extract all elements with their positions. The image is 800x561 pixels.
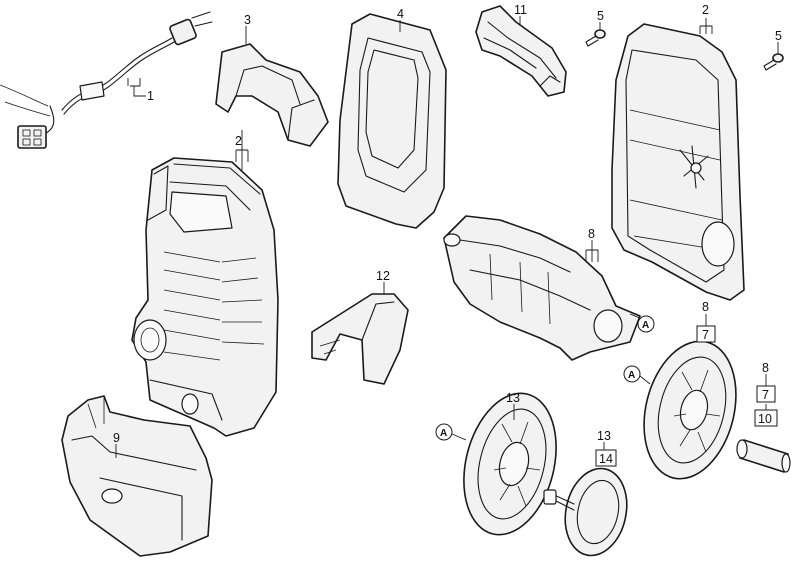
bottom-cover-part <box>61 395 213 557</box>
ref-mark-a-frame: A <box>642 320 649 331</box>
callout-2-right: 2 <box>702 3 709 17</box>
callout-labels: 1 2 3 4 11 5 2 5 8 12 9 13 13 8 8 <box>113 3 782 445</box>
base-frame-part <box>443 215 641 361</box>
ref-mark-a-wheel-left: A <box>440 428 447 439</box>
callout-8-wheel: 8 <box>702 300 709 314</box>
front-housing-part <box>131 157 279 437</box>
screw-part-left <box>585 29 606 47</box>
rear-housing-part <box>611 23 745 301</box>
callout-4: 4 <box>397 7 404 21</box>
reference-marks: A A A <box>435 313 655 441</box>
front-cover-part <box>337 13 447 229</box>
callout-9: 9 <box>113 431 120 445</box>
power-cord-part <box>0 11 213 149</box>
callout-8-frame: 8 <box>588 227 595 241</box>
leader-lines <box>115 16 779 458</box>
callout-14: 14 <box>599 452 613 466</box>
callout-3: 3 <box>244 13 251 27</box>
clip-part <box>311 293 409 385</box>
callout-5-right: 5 <box>775 29 782 43</box>
callout-5-left: 5 <box>597 9 604 23</box>
callout-2-left: 2 <box>235 134 242 148</box>
wheel-part-left <box>463 392 557 536</box>
callout-12: 12 <box>376 269 390 283</box>
callout-13-cap: 13 <box>597 429 611 443</box>
handle-part <box>215 43 329 147</box>
bracket-part <box>475 5 567 97</box>
ref-mark-a-wheel-right: A <box>628 370 635 381</box>
boxed-callouts: 14 7 7 10 <box>595 325 778 467</box>
callout-7-upper: 7 <box>702 328 709 342</box>
callout-13-wheel: 13 <box>506 391 520 405</box>
callout-10: 10 <box>758 412 772 426</box>
callout-8-axle: 8 <box>762 361 769 375</box>
wheel-part-right <box>643 340 737 480</box>
axle-part <box>736 439 791 473</box>
screw-part-right <box>763 53 784 71</box>
hubcap-part <box>543 467 628 557</box>
callout-7-lower: 7 <box>762 388 769 402</box>
callout-1: 1 <box>147 89 154 103</box>
callout-11: 11 <box>514 3 527 17</box>
